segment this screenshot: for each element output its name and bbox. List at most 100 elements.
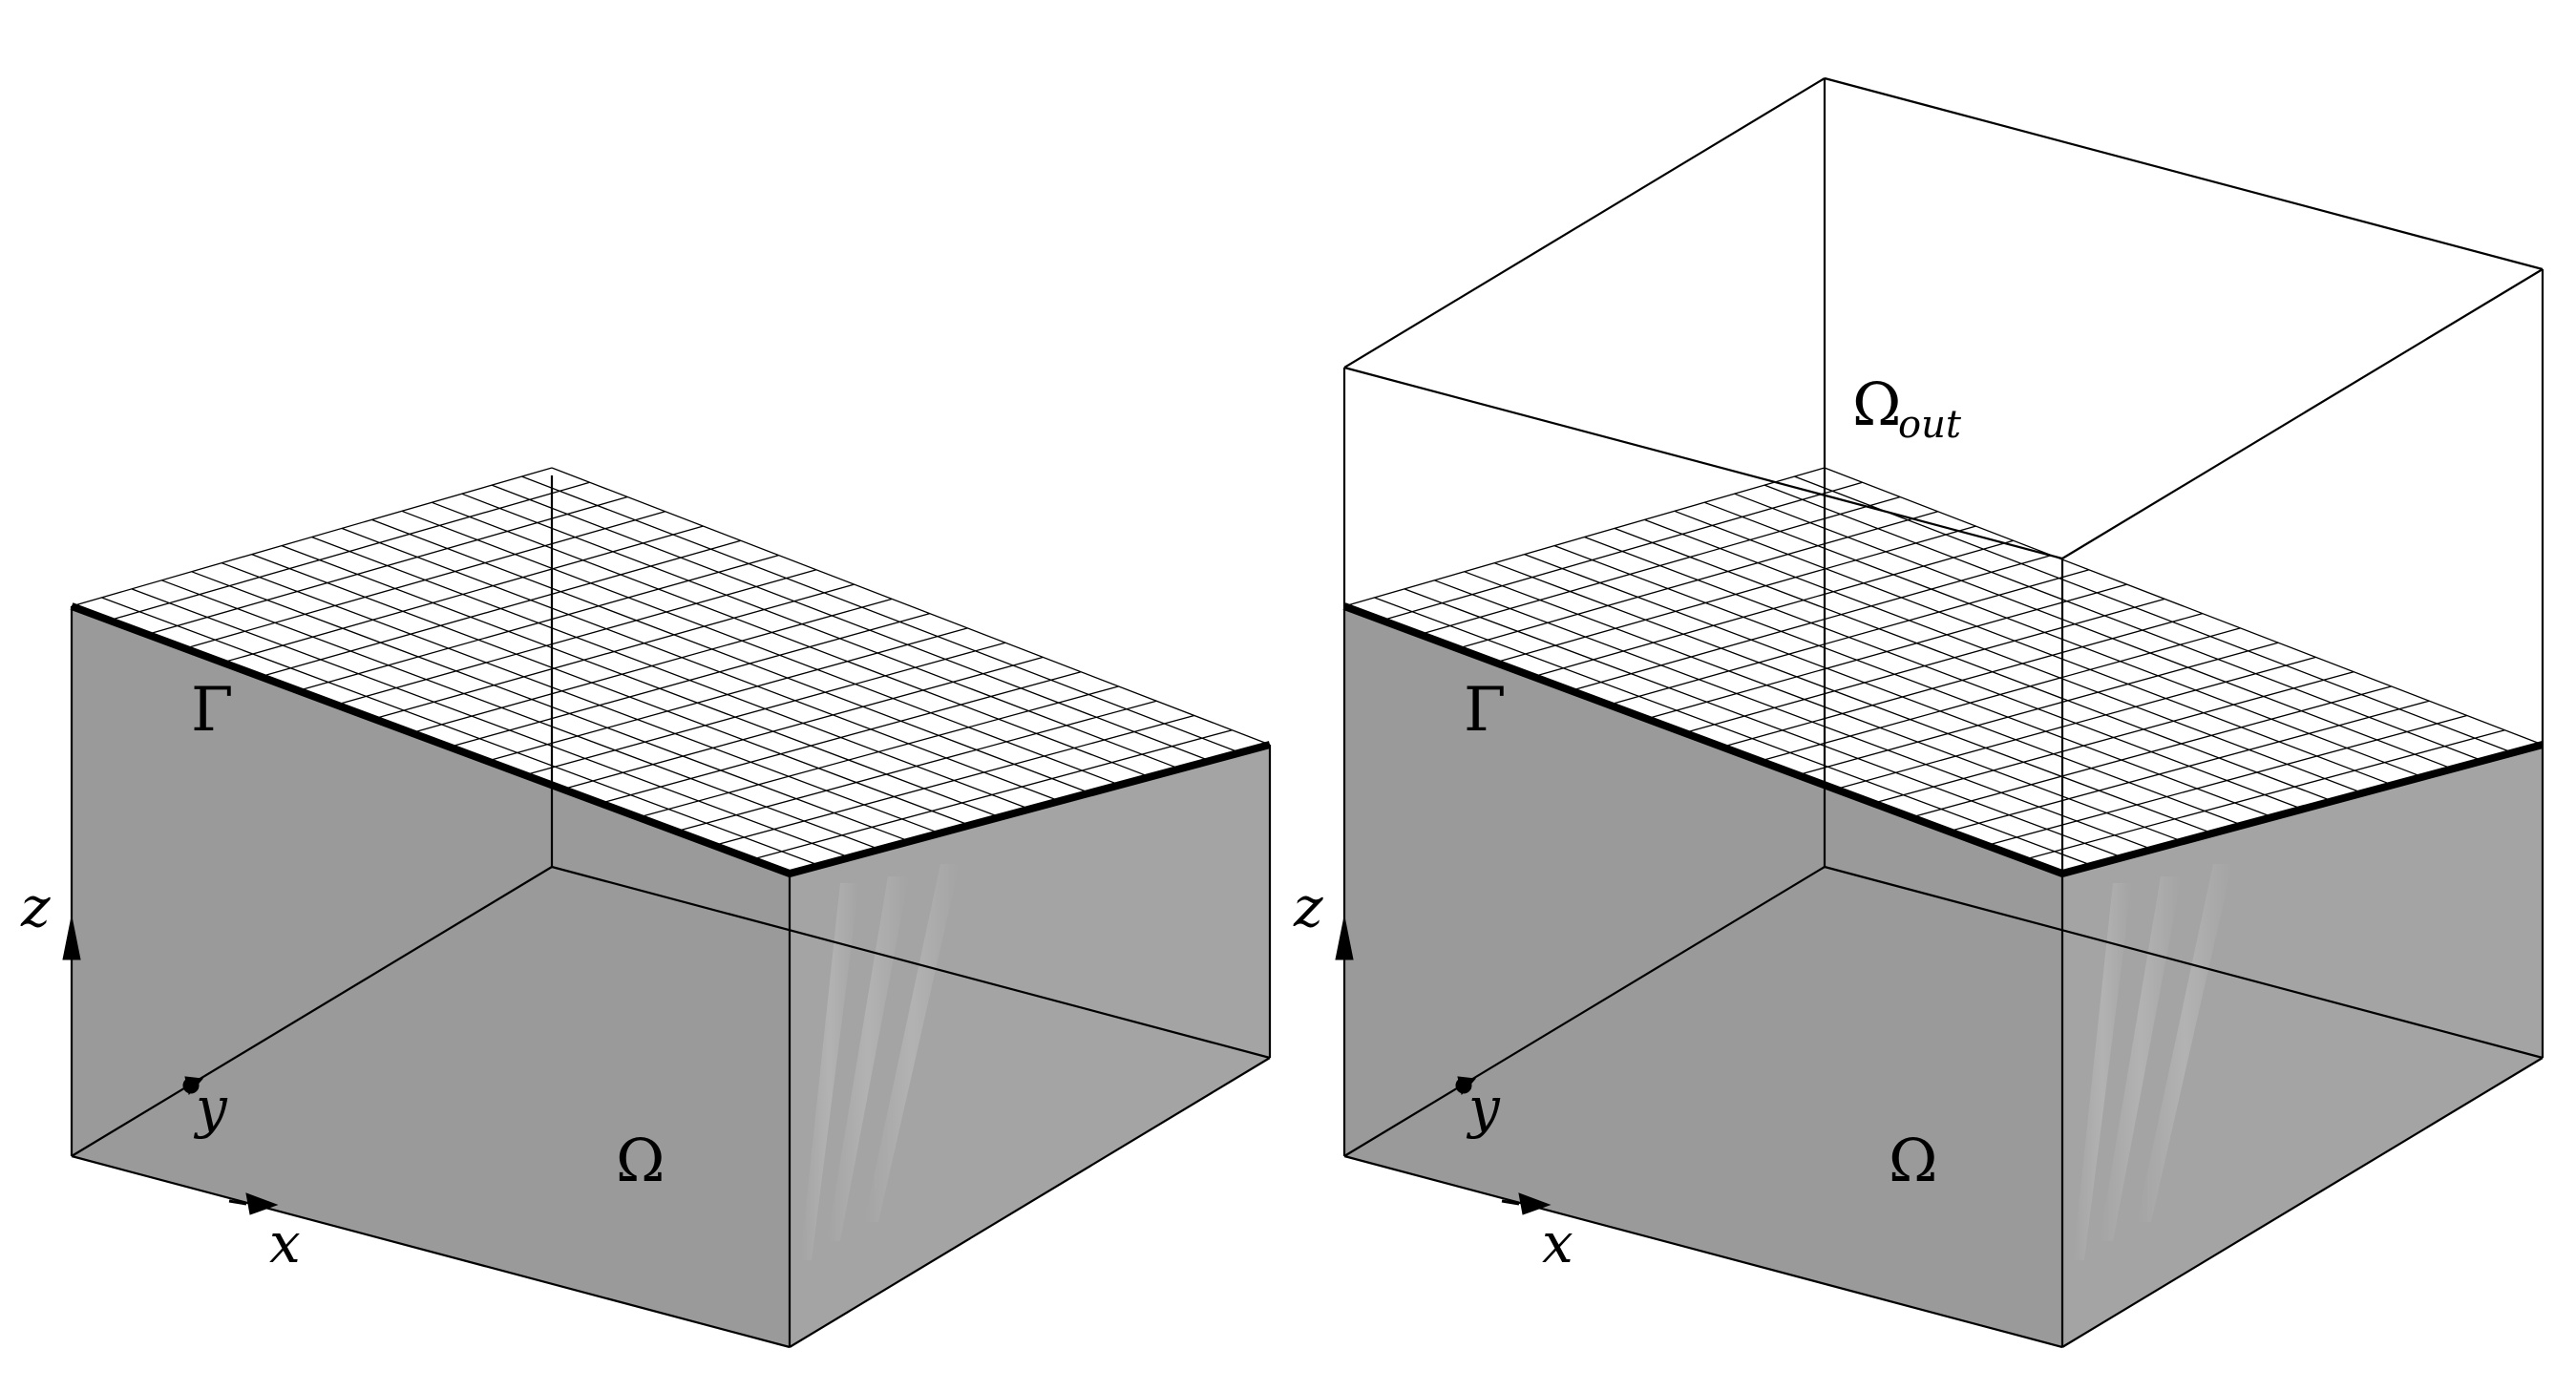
z-axis-label: z (1293, 875, 1323, 939)
gamma-label: Γ (191, 675, 233, 746)
mesh-line (401, 510, 1121, 786)
mesh-line (432, 501, 1151, 778)
right-panel: Γ Ω z y x Ω out (1293, 76, 2544, 1349)
box-right-face (2062, 745, 2543, 1347)
mesh-line (161, 580, 880, 851)
mesh-line (222, 525, 704, 664)
mesh-line (341, 527, 1061, 802)
omega-label: Ω (1889, 1126, 1937, 1195)
mesh-line (1457, 511, 1938, 649)
mesh-line (1797, 642, 2279, 776)
axis-arrows (62, 916, 279, 1215)
y-axis-label: y (1466, 1075, 1501, 1140)
mesh-line (1824, 467, 2544, 746)
mesh-line (251, 553, 970, 827)
box-edges (1342, 475, 2544, 1349)
mesh-line (1495, 525, 1976, 664)
mesh-line (1986, 714, 2467, 847)
surface-mesh (1343, 467, 2544, 875)
mesh-line (131, 588, 851, 858)
outer-box-edges (1342, 76, 2544, 874)
mesh-line (1420, 495, 1901, 636)
mesh-line (221, 562, 940, 834)
mesh-line (1614, 527, 2333, 802)
mesh-line (371, 518, 1090, 794)
mesh-line (1343, 467, 1826, 607)
mesh-line (562, 656, 1044, 790)
mesh-line (1646, 583, 2127, 720)
mesh-line (1674, 510, 2394, 786)
omega-out-base: Ω (1852, 369, 1901, 439)
mesh-line (713, 714, 1194, 847)
mesh-line (487, 627, 968, 762)
mesh-line (109, 481, 590, 622)
gamma-label: Γ (1464, 675, 1506, 746)
mesh-line (1584, 536, 2303, 811)
mesh-line (184, 511, 665, 649)
mesh-line (1571, 554, 2052, 692)
omega-label: Ω (616, 1126, 665, 1195)
mesh-line (1872, 671, 2354, 804)
mesh-line (1704, 501, 2423, 778)
mesh-line (1608, 569, 2090, 706)
mesh-line (101, 597, 820, 867)
face-sheen (800, 864, 960, 1260)
mesh-line (1911, 685, 2392, 818)
mesh-line (147, 495, 628, 636)
mesh-line (281, 544, 1001, 818)
mesh-line (551, 467, 1271, 746)
mesh-line (461, 493, 1180, 769)
omega-out-subscript: out (1898, 403, 1962, 447)
mesh-line (1374, 597, 2093, 867)
mesh-line (412, 598, 893, 734)
mesh-line (1763, 484, 2483, 762)
mesh-line (1644, 518, 2363, 794)
mesh-line (2024, 729, 2505, 860)
x-axis-label: x (1542, 1211, 1573, 1275)
mesh-line (1524, 553, 2243, 827)
mesh-line (1382, 481, 1863, 622)
mesh-line (335, 569, 817, 706)
mesh-line (1835, 656, 2316, 790)
mesh-line (600, 671, 1082, 804)
gamma-boundary (70, 602, 1272, 877)
mesh-line (638, 685, 1119, 818)
x-axis-label: x (269, 1211, 301, 1275)
mesh-line (1404, 588, 2123, 858)
mesh-line (1532, 539, 2015, 678)
mesh-line (298, 554, 779, 692)
mesh-line (311, 536, 1030, 811)
mesh-line (449, 612, 930, 748)
mesh-line (1760, 627, 2241, 762)
mesh-line (1493, 562, 2213, 834)
mesh-line (1794, 475, 2513, 754)
omega-out-label: Ω out (1852, 369, 1962, 447)
box-left-face (1344, 606, 2062, 1347)
mesh-line (1721, 612, 2203, 748)
mesh-line (71, 467, 553, 607)
mesh-line (191, 571, 911, 842)
y-axis-label: y (193, 1075, 228, 1140)
box-right-face (790, 745, 1270, 1347)
mesh-line (491, 484, 1211, 762)
axis-arrows (1335, 916, 1552, 1215)
mesh-line (751, 729, 1233, 860)
z-axis-label: z (20, 875, 51, 939)
mesh-line (1734, 493, 2453, 769)
mesh-line (1553, 544, 2273, 818)
mesh-line (676, 700, 1157, 832)
gamma-boundary (1342, 602, 2544, 877)
mesh-line (524, 642, 1006, 776)
mesh-line (373, 583, 855, 720)
mesh-line (260, 539, 742, 678)
mesh-line (521, 475, 1240, 754)
mesh-line (1949, 700, 2430, 832)
box-left-face (72, 606, 790, 1347)
box-edges (70, 475, 1272, 1349)
mesh-line (1684, 598, 2165, 734)
mesh-line (1434, 580, 2153, 851)
left-panel: Γ Ω z y x (20, 467, 1272, 1349)
face-sheen (2073, 864, 2232, 1260)
